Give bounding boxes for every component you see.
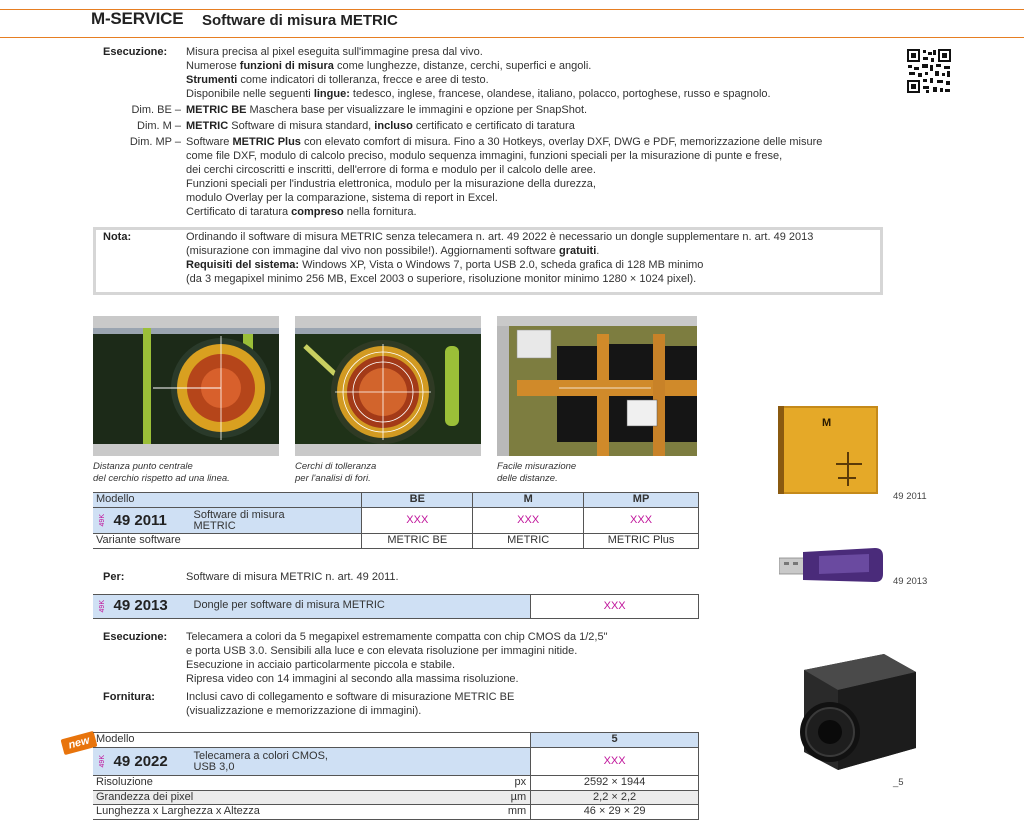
- esecuzione-line-4: Disponibile nelle seguenti lingue: tedes…: [186, 88, 771, 100]
- table-row: 49K 49 2022 Telecamera a colori CMOS,USB 3…: [93, 747, 699, 776]
- dim-mp-line-3: dei cerchi circoscritti e inscritti, del…: [186, 164, 596, 176]
- measurement-photo-circle-line: [93, 316, 279, 456]
- col-head-mp: MP: [583, 492, 699, 508]
- price-camera: XXX: [530, 747, 699, 776]
- per-text: Software di misura METRIC n. art. 49 201…: [186, 571, 399, 583]
- col-head-model: Modello: [93, 732, 532, 748]
- article-tag: 49K: [99, 514, 106, 527]
- esecuzione-label: Esecuzione:: [103, 46, 168, 58]
- dim-mp-label: Dim. MP –: [129, 136, 181, 148]
- variant-label: Variante software: [93, 533, 363, 549]
- article-number: 49 2022: [113, 752, 168, 770]
- col-head-m: M: [472, 492, 585, 508]
- price-dongle: XXX: [530, 594, 699, 619]
- usb-dongle-image: [779, 548, 883, 582]
- spec-pixel-size-value: 2,2 × 2,2: [530, 789, 699, 805]
- per-label: Per:: [103, 571, 125, 583]
- variant-mp: METRIC Plus: [583, 533, 699, 549]
- article-cell-492022: 49K 49 2022 Telecamera a colori CMOS,USB 3…: [93, 747, 532, 776]
- article-number: 49 2011: [113, 511, 167, 529]
- article-description: Telecamera a colori CMOS,USB 3,0: [193, 749, 329, 773]
- nota-box: [93, 227, 883, 295]
- header-top-rule: [0, 9, 1024, 10]
- article-tag: 49K: [99, 755, 106, 768]
- software-model-table: Modello BE M MP 49K 49 2011 Software di mi…: [93, 492, 699, 549]
- nota-line-4: (da 3 megapixel minimo 256 MB, Excel 200…: [186, 273, 697, 285]
- new-badge: new: [60, 730, 98, 756]
- product-ref-camera: _5: [893, 777, 904, 788]
- article-cell-492013: 49K 49 2013 Dongle per software di misura …: [93, 594, 532, 619]
- variant-m: METRIC: [472, 533, 585, 549]
- header-bottom-rule: [0, 37, 1024, 38]
- table-header-row: Modello 5: [93, 732, 699, 748]
- dim-m-label: Dim. M –: [137, 120, 181, 132]
- dim-m-text: METRIC Software di misura standard, incl…: [186, 120, 575, 132]
- esecuzione-line-3: Strumenti come indicatori di tolleranza,…: [186, 74, 489, 86]
- camera-model-table: Modello 5 49K 49 2022 Telecamera a colori …: [93, 732, 699, 820]
- col-head-5: 5: [530, 732, 699, 748]
- measurement-photo-tolerance-circles: [295, 316, 481, 456]
- table-header-row: Modello BE M MP: [93, 492, 699, 508]
- dongle-table: 49K 49 2013 Dongle per software di misura …: [93, 594, 699, 619]
- price-mp: XXX: [583, 507, 699, 534]
- article-number: 49 2013: [113, 597, 168, 615]
- fornitura-line-1: Inclusi cavo di collegamento e software …: [186, 691, 515, 703]
- variant-be: METRIC BE: [361, 533, 474, 549]
- dim-be-text: METRIC BE Maschera base per visualizzare…: [186, 104, 588, 116]
- dim-mp-line-5: modulo Overlay per la comparazione, sist…: [186, 192, 498, 204]
- nota-line-1: Ordinando il software di misura METRIC s…: [186, 231, 814, 243]
- camera-line-3: Esecuzione in acciaio particolarmente pi…: [186, 659, 456, 671]
- nota-line-3: Requisiti del sistema: Windows XP, Vista…: [186, 259, 704, 271]
- dim-mp-line-1: Software METRIC Plus con elevato comfort…: [186, 136, 823, 148]
- dim-mp-line-4: Funzioni speciali per l'industria elettr…: [186, 178, 596, 190]
- table-row: Variante software METRIC BE METRIC METRI…: [93, 533, 699, 549]
- spec-dimensions-value: 46 × 29 × 29: [530, 804, 699, 820]
- nota-label: Nota:: [103, 231, 132, 243]
- dim-be-label: Dim. BE –: [131, 104, 181, 116]
- nota-line-2: (misurazione con immagine dal vivo non p…: [186, 245, 600, 257]
- col-head-model: Modello: [93, 492, 363, 508]
- page-title: Software di misura METRIC: [202, 12, 398, 29]
- esecuzione-line-2: Numerose funzioni di misura come lunghez…: [186, 60, 592, 72]
- camera-line-2: e porta USB 3.0. Sensibili alla luce e c…: [186, 645, 578, 657]
- cd-label-text: M: [822, 417, 831, 429]
- cmos-camera-image: [800, 654, 916, 770]
- article-description: Dongle per software di misura METRIC: [193, 599, 385, 612]
- dim-mp-line-2: come file DXF, modulo di calcolo preciso…: [186, 150, 783, 162]
- fornitura-label: Fornitura:: [103, 691, 155, 703]
- qr-code-icon: [906, 48, 952, 94]
- dim-mp-line-6: Certificato di taratura compreso nella f…: [186, 206, 417, 218]
- camera-esecuzione-label: Esecuzione:: [103, 631, 168, 643]
- table-row: 49K 49 2013 Dongle per software di misura …: [93, 594, 699, 619]
- measurement-photo-distances: [497, 316, 697, 456]
- spec-risoluzione-value: 2592 × 1944: [530, 775, 699, 791]
- price-be: XXX: [361, 507, 474, 534]
- software-cd-case-image: M: [778, 406, 878, 494]
- esecuzione-line-1: Misura precisa al pixel eseguita sull'im…: [186, 46, 483, 58]
- camera-line-1: Telecamera a colori da 5 megapixel estre…: [186, 631, 608, 643]
- article-tag: 49K: [99, 599, 106, 613]
- product-ref-dongle: 49 2013: [893, 576, 928, 587]
- fornitura-line-2: (visualizzazione e memorizzazione di imm…: [186, 705, 422, 717]
- brand-name: M-SERVICE: [91, 9, 184, 28]
- product-ref-cd: 49 2011: [893, 491, 927, 502]
- col-head-be: BE: [361, 492, 474, 508]
- price-m: XXX: [472, 507, 585, 534]
- camera-line-4: Ripresa video con 14 immagini al secondo…: [186, 673, 519, 685]
